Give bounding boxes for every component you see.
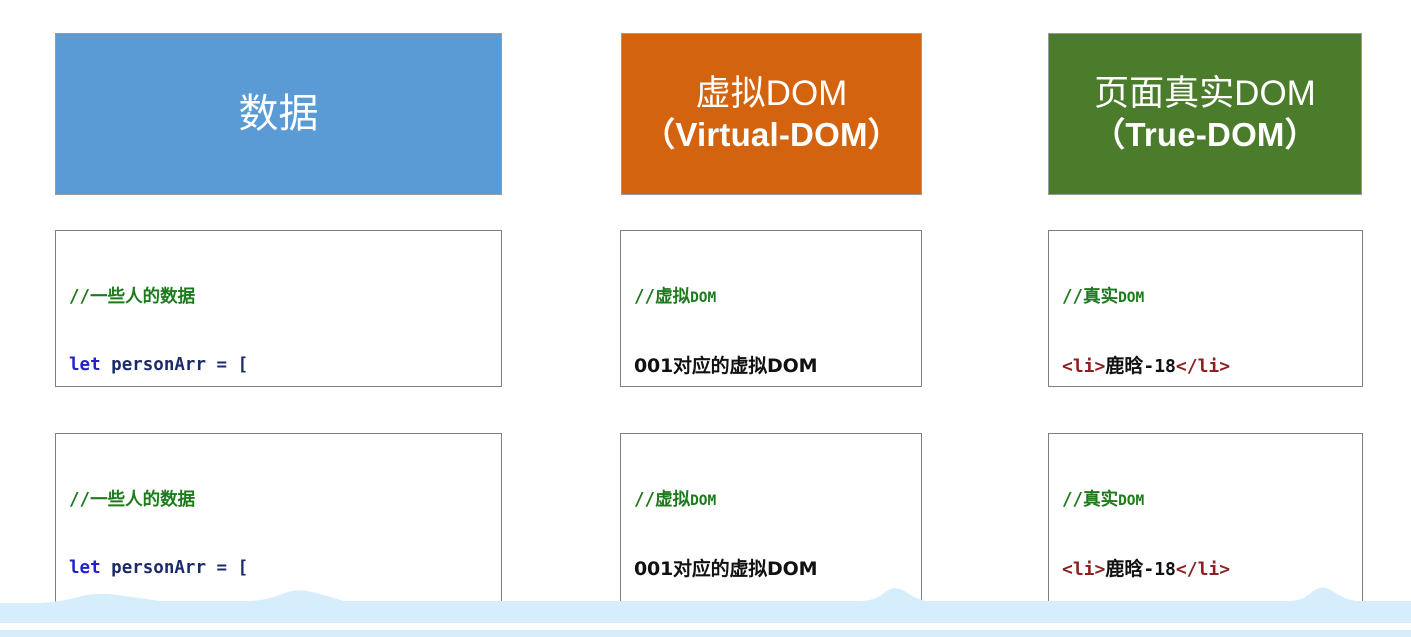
code-box-data-row1: //一些人的数据 let personArr = [ {id:'001',nam…: [55, 230, 502, 387]
code-comment: //虚拟DOM: [634, 286, 717, 307]
banner-virtual-dom-label-latin: （Virtual-DOM）: [642, 116, 901, 154]
true-dom-entry: <li>鹿晗-18</li>: [1062, 557, 1231, 580]
code-box-virtual-dom-row1: //虚拟DOM 001对应的虚拟DOM 002对应的虚拟DOM: [620, 230, 922, 387]
code-comment: //一些人的数据: [69, 489, 196, 510]
code-declaration: let personArr = [: [69, 557, 249, 578]
banner-data-label: 数据: [238, 91, 319, 136]
code-box-virtual-dom-row2: //虚拟DOM 001对应的虚拟DOM 002对应的虚拟DOM 003对应的虚拟…: [620, 433, 922, 614]
code-box-data-row2: //一些人的数据 let personArr = [ {id:'001',nam…: [55, 433, 502, 614]
code-comment: //虚拟DOM: [634, 489, 717, 510]
virtual-dom-entry: 001对应的虚拟DOM: [634, 557, 818, 580]
banner-data: 数据: [55, 33, 502, 195]
code-box-true-dom-row1: //真实DOM <li>鹿晗-18</li> <li>李现-19</li>: [1048, 230, 1363, 387]
true-dom-entry: <li>鹿晗-18</li>: [1062, 354, 1231, 377]
banner-virtual-dom: 虚拟DOM （Virtual-DOM）: [621, 33, 922, 195]
banner-true-dom: 页面真实DOM （True-DOM）: [1048, 33, 1362, 195]
bottom-rule-gap: [0, 627, 1411, 630]
bottom-rule: [0, 630, 1411, 637]
code-comment: //真实DOM: [1062, 286, 1145, 307]
banner-true-dom-label-cjk: 页面真实DOM: [1094, 73, 1316, 113]
code-comment: //真实DOM: [1062, 489, 1145, 510]
banner-virtual-dom-label-cjk: 虚拟DOM: [695, 73, 848, 113]
code-declaration: let personArr = [: [69, 354, 249, 375]
banner-true-dom-label-latin: （True-DOM）: [1092, 116, 1318, 154]
code-box-true-dom-row2: //真实DOM <li>鹿晗-18</li> <li>李现-19</li> <l…: [1048, 433, 1363, 614]
code-comment: //一些人的数据: [69, 286, 196, 307]
virtual-dom-entry: 001对应的虚拟DOM: [634, 354, 818, 377]
